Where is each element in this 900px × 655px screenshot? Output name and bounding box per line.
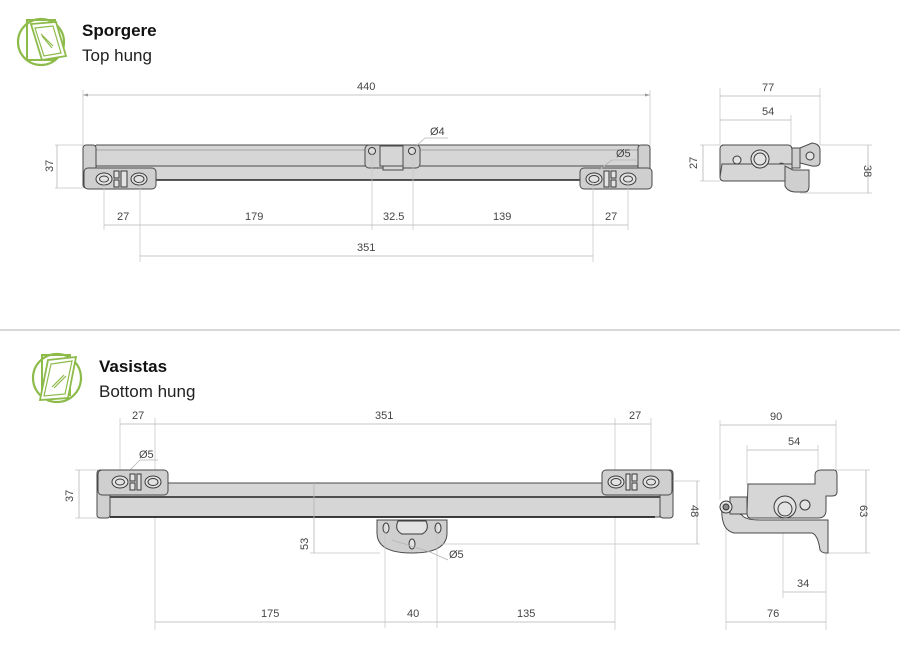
- side-dim-width-inner: 54: [788, 436, 801, 448]
- section-top-hung: Sporgere Top hung: [16, 17, 873, 262]
- hole-label-bracket: Ø5: [449, 549, 464, 561]
- dim-bottom-1: 27: [117, 211, 130, 223]
- dim-span: 351: [357, 242, 376, 254]
- window-top-hung-icon: [16, 17, 68, 67]
- hole-label-center: Ø4: [430, 126, 445, 138]
- section-title: Vasistas: [99, 357, 168, 376]
- side-dim-width-inner: 54: [762, 106, 775, 118]
- dim-drop: 53: [299, 537, 311, 550]
- side-dim-offset-bottom: 34: [797, 578, 810, 590]
- dim-bottom-3: 32.5: [383, 211, 405, 223]
- dim-bottom-2: 40: [407, 608, 420, 620]
- hole-label-left: Ø5: [139, 449, 154, 461]
- section-subtitle: Top hung: [82, 46, 152, 65]
- dim-bottom-1: 175: [261, 608, 280, 620]
- side-dim-width-total: 77: [762, 82, 775, 94]
- section-divider: [0, 329, 900, 331]
- front-view-drawing: [55, 88, 872, 262]
- section-subtitle: Bottom hung: [99, 382, 196, 401]
- section-title: Sporgere: [82, 21, 157, 40]
- dim-height-right: 48: [688, 505, 700, 518]
- side-dim-width-bottom: 76: [767, 608, 780, 620]
- dim-overall-length: 440: [357, 81, 376, 93]
- dim-top-span: 351: [375, 410, 394, 422]
- hole-label-right: Ø5: [616, 148, 631, 160]
- dim-top-left: 27: [132, 410, 145, 422]
- side-dim-width-total: 90: [770, 411, 783, 423]
- dim-bottom-2: 179: [245, 211, 264, 223]
- dim-top-right: 27: [629, 410, 642, 422]
- dim-bottom-4: 139: [493, 211, 512, 223]
- dim-bottom-5: 27: [605, 211, 618, 223]
- dim-bottom-3: 135: [517, 608, 536, 620]
- dim-height: 37: [64, 489, 76, 502]
- side-dim-height-right: 63: [857, 505, 869, 518]
